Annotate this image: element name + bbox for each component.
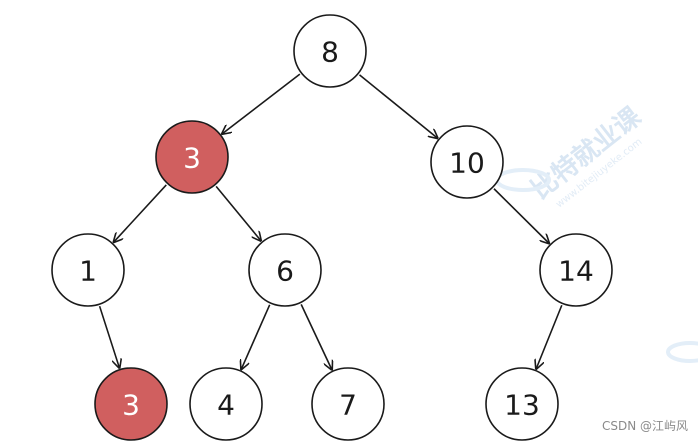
- node-label: 3: [122, 389, 140, 422]
- tree-node: 7: [311, 367, 385, 441]
- node-label: 10: [449, 147, 485, 180]
- tree-node-highlighted: 3: [155, 120, 229, 194]
- node-circle: [539, 233, 613, 307]
- tree-node: 1: [51, 233, 125, 307]
- node-circle: [94, 367, 168, 441]
- tree-node: 8: [293, 14, 367, 88]
- node-label: 4: [217, 389, 235, 422]
- node-label: 1: [79, 255, 97, 288]
- tree-node: 13: [485, 367, 559, 441]
- tree-edge-n1-n3b: [98, 305, 120, 368]
- tree-node: 6: [248, 233, 322, 307]
- tree-edge-n8-n10: [359, 74, 438, 138]
- credit-text: CSDN @江屿风: [601, 419, 688, 433]
- node-circle: [485, 367, 559, 441]
- tree-edge-n3-n1: [114, 184, 167, 242]
- node-circle: [248, 233, 322, 307]
- tree-node: 10: [430, 125, 504, 199]
- node-circle: [293, 14, 367, 88]
- node-label: 8: [321, 36, 339, 69]
- tree-edge-n6-n7: [300, 304, 332, 369]
- tree-edge-n3-n6: [215, 185, 261, 240]
- tree-edge-n8-n3: [222, 73, 301, 134]
- tree-node-highlighted: 3: [94, 367, 168, 441]
- tree-node: 4: [189, 367, 263, 441]
- watermark: 比特就业课 www.bitejiuyeke.com: [525, 100, 647, 210]
- tree-edge-n10-n14: [493, 188, 549, 244]
- watermark-swoosh: [666, 341, 698, 363]
- node-label: 3: [183, 142, 201, 175]
- tree-edge-n14-n13: [536, 304, 563, 369]
- node-circle: [51, 233, 125, 307]
- tree-edge-n6-n4: [241, 304, 271, 369]
- node-circle: [189, 367, 263, 441]
- node-label: 6: [276, 255, 294, 288]
- tree-edges: [98, 73, 563, 369]
- node-label: 7: [339, 389, 357, 422]
- tree-node: 14: [539, 233, 613, 307]
- node-label: 13: [504, 389, 540, 422]
- node-circle: [430, 125, 504, 199]
- node-label: 14: [558, 255, 594, 288]
- node-circle: [311, 367, 385, 441]
- node-circle: [155, 120, 229, 194]
- tree-nodes: 8 3 10 1 6 14 3 4 7 13: [51, 14, 613, 441]
